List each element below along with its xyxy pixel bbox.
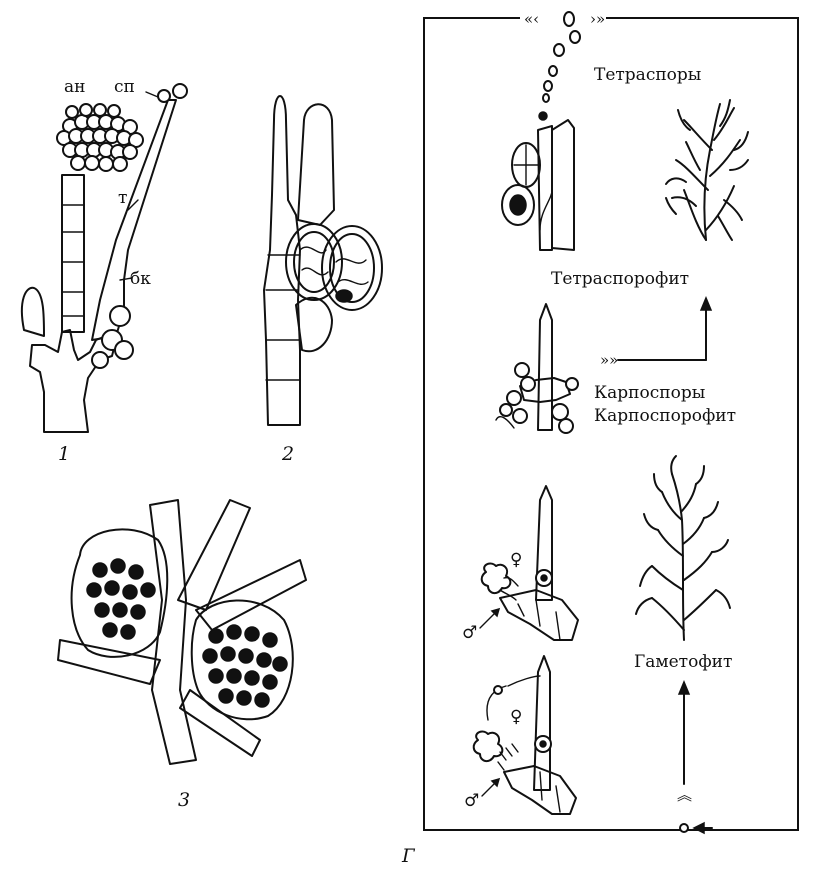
label-spermatium: сп	[114, 77, 135, 97]
figure-number-2: 2	[281, 443, 294, 465]
label-carpospores: Карпоспоры	[594, 383, 705, 403]
symbol-male-1: ♂	[462, 623, 477, 643]
female-gametophyte-branch	[479, 485, 579, 641]
tetrasporangium-drawing	[501, 111, 575, 251]
label-carpogonial-branch: бк	[130, 269, 151, 289]
figure-3-cystocarps: 3	[57, 499, 307, 811]
figure-1-carpogonial-branch: ан сп т бк 1	[20, 77, 188, 465]
spore-drift	[542, 11, 581, 103]
figure-number-1: 1	[58, 443, 70, 465]
svg-text:»»: »»	[600, 351, 618, 369]
label-gametophyte: Гаметофит	[634, 652, 732, 672]
figure-letter-g: Г	[401, 845, 416, 867]
figure-g-life-cycle: «‹ ›»	[401, 8, 799, 867]
carposporophyte-drawing	[495, 303, 579, 434]
symbol-female-2: ♀	[510, 707, 522, 727]
label-carposporophyte: Карпоспорофит	[594, 406, 736, 426]
cycle-frame	[423, 17, 799, 831]
gametophyte-thallus	[635, 455, 731, 641]
symbol-male-2: ♂	[464, 791, 479, 811]
fertilization-branch	[472, 655, 577, 815]
symbol-female-1: ♀	[510, 550, 522, 570]
label-antheridia: ан	[64, 77, 85, 97]
svg-text:›»: ›»	[590, 10, 605, 28]
svg-text:«‹: «‹	[524, 10, 539, 28]
figure-number-3: 3	[178, 789, 190, 811]
label-trichogyne: т	[118, 188, 127, 208]
label-tetraspores: Тетраспоры	[594, 65, 701, 85]
svg-text:︽: ︽	[677, 786, 692, 804]
label-tetrasporophyte: Тетраспорофит	[551, 269, 689, 289]
figure-2-gonimoblast-development: 2	[263, 95, 383, 465]
tetrasporophyte-thallus	[665, 99, 749, 241]
